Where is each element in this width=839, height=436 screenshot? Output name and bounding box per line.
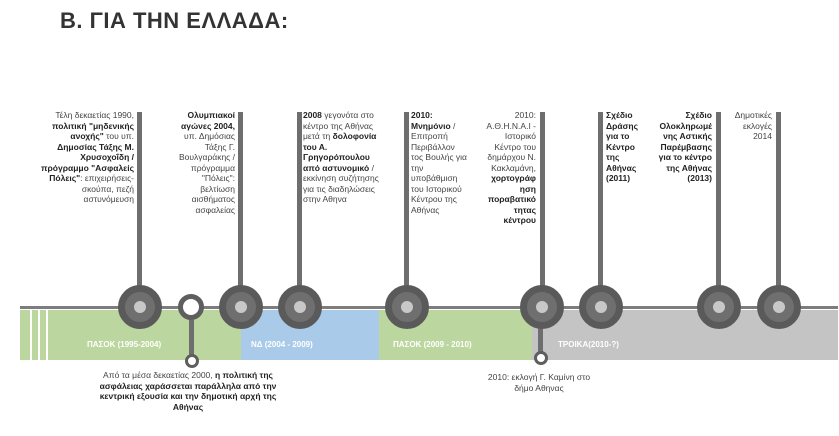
band-stripe [30, 310, 32, 360]
event-1990s: Τέλη δεκαετίας 1990, πολιτική "μηδενικής… [40, 110, 134, 205]
timeline-node [219, 285, 263, 329]
event-bold: δολοφονία του Α. Γρηγορόπουλου από αστυν… [303, 131, 377, 173]
event-bold: Ολυμπιακοί αγώνες 2004, [181, 110, 235, 131]
event-text: / εκκίνηση συζήτησης για τις διαδηλώσεις… [303, 162, 379, 205]
period-label-pasok-1: ΠΑΣΟΚ (1995-2004) [87, 340, 162, 349]
event-text: Τέλη δεκαετίας 1990, [55, 110, 134, 120]
event-text: Από τα μέσα δεκαετίας 2000, [103, 370, 215, 380]
event-olympics-2004: Ολυμπιακοί αγώνες 2004, υπ. Δημόσιας Τάξ… [174, 110, 235, 215]
timeline-stem-down [538, 320, 543, 352]
page-title: Β. ΓΙΑ ΤΗΝ ΕΛΛΑΔΑ: [60, 8, 289, 33]
timeline-stem [137, 112, 142, 292]
event-bold: 2008 [303, 110, 322, 120]
timeline-stem [716, 112, 721, 292]
event-bold: πολιτική "μηδενικής ανοχής" [51, 120, 134, 142]
timeline-node [385, 285, 429, 329]
timeline-stem [238, 112, 243, 292]
timeline-stem [776, 112, 781, 292]
period-label-nd: ΝΔ (2004 - 2009) [251, 340, 313, 349]
event-text: / Επιτροπή Περιβάλλον τος Βουλής για την… [411, 120, 467, 215]
event-bold: χορτογράφ ηση ποραβατικό τητας κέντρου [487, 173, 536, 225]
timeline-stem [540, 112, 545, 292]
event-2013-plan: Σχέδιο Ολοκληρωμέ νης Αστικής Παρέμβασης… [654, 110, 712, 184]
event-bold: η πολιτική της ασφάλειας χαράσσεται παρά… [99, 370, 277, 412]
timeline-node-small [534, 351, 548, 365]
timeline-stem-down [189, 320, 194, 360]
event-2014-elections: Δημοτικές εκλογές 2014 [726, 110, 772, 142]
event-text: του υπ. [103, 131, 134, 141]
period-label-pasok-2: ΠΑΣΟΚ (2009 - 2010) [393, 340, 472, 349]
event-text: : επιχειρήσεις-σκούπα, πεζή αστυνόμευση [80, 173, 134, 204]
timeline-node-small [185, 354, 199, 368]
timeline-axis [20, 306, 838, 309]
event-text: 2010: εκλογή Γ. Καμίνη στο δήμο Αθηνας [487, 372, 591, 393]
timeline-node [520, 285, 564, 329]
event-text: υπ. Δημόσιας Τάξης Γ. Βουλγαράκης / πρόγ… [178, 131, 235, 215]
timeline-node [118, 285, 162, 329]
timeline-node [579, 285, 623, 329]
timeline-node-open [178, 294, 204, 320]
timeline-node [697, 285, 741, 329]
timeline-stem [598, 112, 603, 292]
event-bold: Δημοσίας Τάξης Μ. Χρυσοχοΐδη / πρόγραμμο… [41, 141, 134, 184]
event-bold: Σχέδιο Δράσης για το Κέντρο της Αθήνας (… [606, 110, 639, 183]
event-2010-mnimonio: 2010: Μνημόνιο / Επιτροπή Περιβάλλον τος… [411, 110, 469, 215]
event-text: γεγονότα στο κέντρο της Αθήνας μετά τη [303, 110, 374, 141]
event-2010-athinai: 2010: Α.Θ.Η.Ν.Α.Ι - Ιστορικό Κέντρο του … [480, 110, 536, 226]
timeline-stem [297, 112, 302, 292]
band-stripe [38, 310, 40, 360]
band-stripe [46, 310, 48, 360]
timeline-stem [404, 112, 409, 292]
event-text: Δημοτικές εκλογές 2014 [734, 110, 772, 141]
period-label-troika: ΤΡΟΙΚΑ(2010-?) [558, 340, 619, 349]
event-bold: Σχέδιο Ολοκληρωμέ νης Αστικής Παρέμβασης… [658, 110, 712, 183]
timeline-node [757, 285, 801, 329]
event-2010-kaminis: 2010: εκλογή Γ. Καμίνη στο δήμο Αθηνας [478, 372, 600, 393]
event-2008: 2008 γεγονότα στο κέντρο της Αθήνας μετά… [303, 110, 383, 205]
event-text: 2010: Α.Θ.Η.Ν.Α.Ι - Ιστορικό Κέντρο του … [486, 110, 536, 173]
event-2011-action-plan: Σχέδιο Δράσης για το Κέντρο της Αθήνας (… [606, 110, 648, 184]
event-mid-2000s: Από τα μέσα δεκαετίας 2000, η πολιτική τ… [90, 370, 286, 412]
event-bold: 2010: Μνημόνιο [411, 110, 451, 131]
timeline-node [278, 285, 322, 329]
